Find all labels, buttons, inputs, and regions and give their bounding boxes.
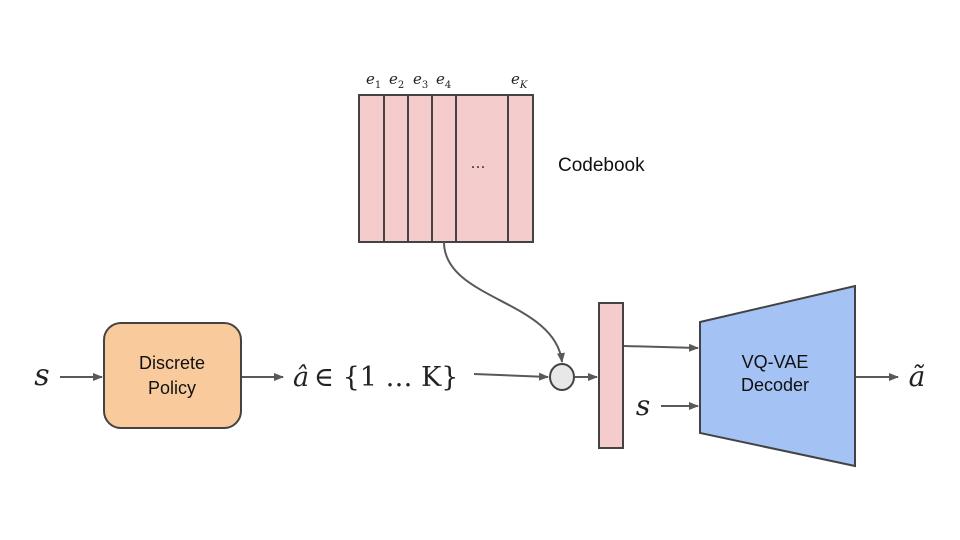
- combine-node: [549, 363, 575, 391]
- policy-label-line1: Discrete: [139, 353, 205, 373]
- arrow-codebook-to-node: [443, 241, 565, 363]
- discrete-policy-box: [103, 322, 242, 429]
- selected-embedding-bar: [598, 302, 624, 449]
- codebook-entry-e4: e4: [436, 70, 451, 91]
- codebook-entry-e2: e2: [389, 70, 404, 91]
- decoder-label-line1: VQ-VAE: [742, 352, 809, 372]
- codebook-label: Codebook: [558, 155, 645, 176]
- codebook-entry-e1: e1: [366, 70, 381, 91]
- decoder-label-line2: Decoder: [741, 375, 809, 395]
- input-state-label: s: [34, 358, 49, 393]
- codebook-entry-e3: e3: [413, 70, 428, 91]
- policy-label-line2: Policy: [148, 378, 196, 398]
- decoder-state-label: s: [636, 389, 650, 422]
- codebook-entry-eK: eK: [511, 70, 528, 91]
- output-action-label: ã: [909, 360, 926, 393]
- vq-vae-decoder: [699, 284, 856, 468]
- arrow-embedding-to-decoder: [623, 343, 699, 352]
- action-hat-label: â: [293, 362, 309, 393]
- arrow-action-to-node: [473, 372, 549, 381]
- action-set-label: ∈ {1 … K}: [314, 362, 458, 393]
- codebook-outer: [358, 94, 534, 243]
- codebook: …: [358, 94, 534, 243]
- codebook-ellipsis: …: [471, 154, 486, 172]
